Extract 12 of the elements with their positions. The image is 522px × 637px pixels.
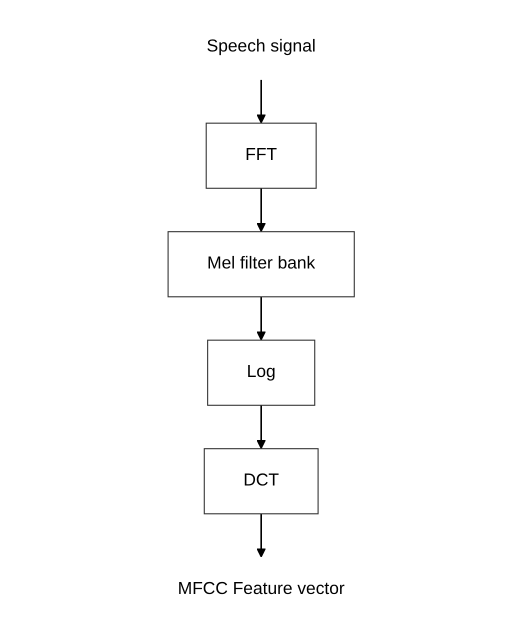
arrow — [256, 405, 266, 450]
arrow — [256, 296, 266, 341]
node-box — [206, 340, 316, 406]
flowchart: Speech signal FFT Mel filter bank Log DCT MFCC Feature vector — [130, 6, 392, 631]
arrow — [256, 514, 266, 558]
node-text: MFCC Feature vector — [178, 580, 344, 598]
node-box — [205, 122, 317, 189]
arrow — [256, 80, 266, 124]
node-box — [204, 448, 318, 514]
node-box — [167, 231, 355, 298]
arrow — [256, 188, 266, 232]
node-text: Speech signal — [206, 37, 316, 56]
